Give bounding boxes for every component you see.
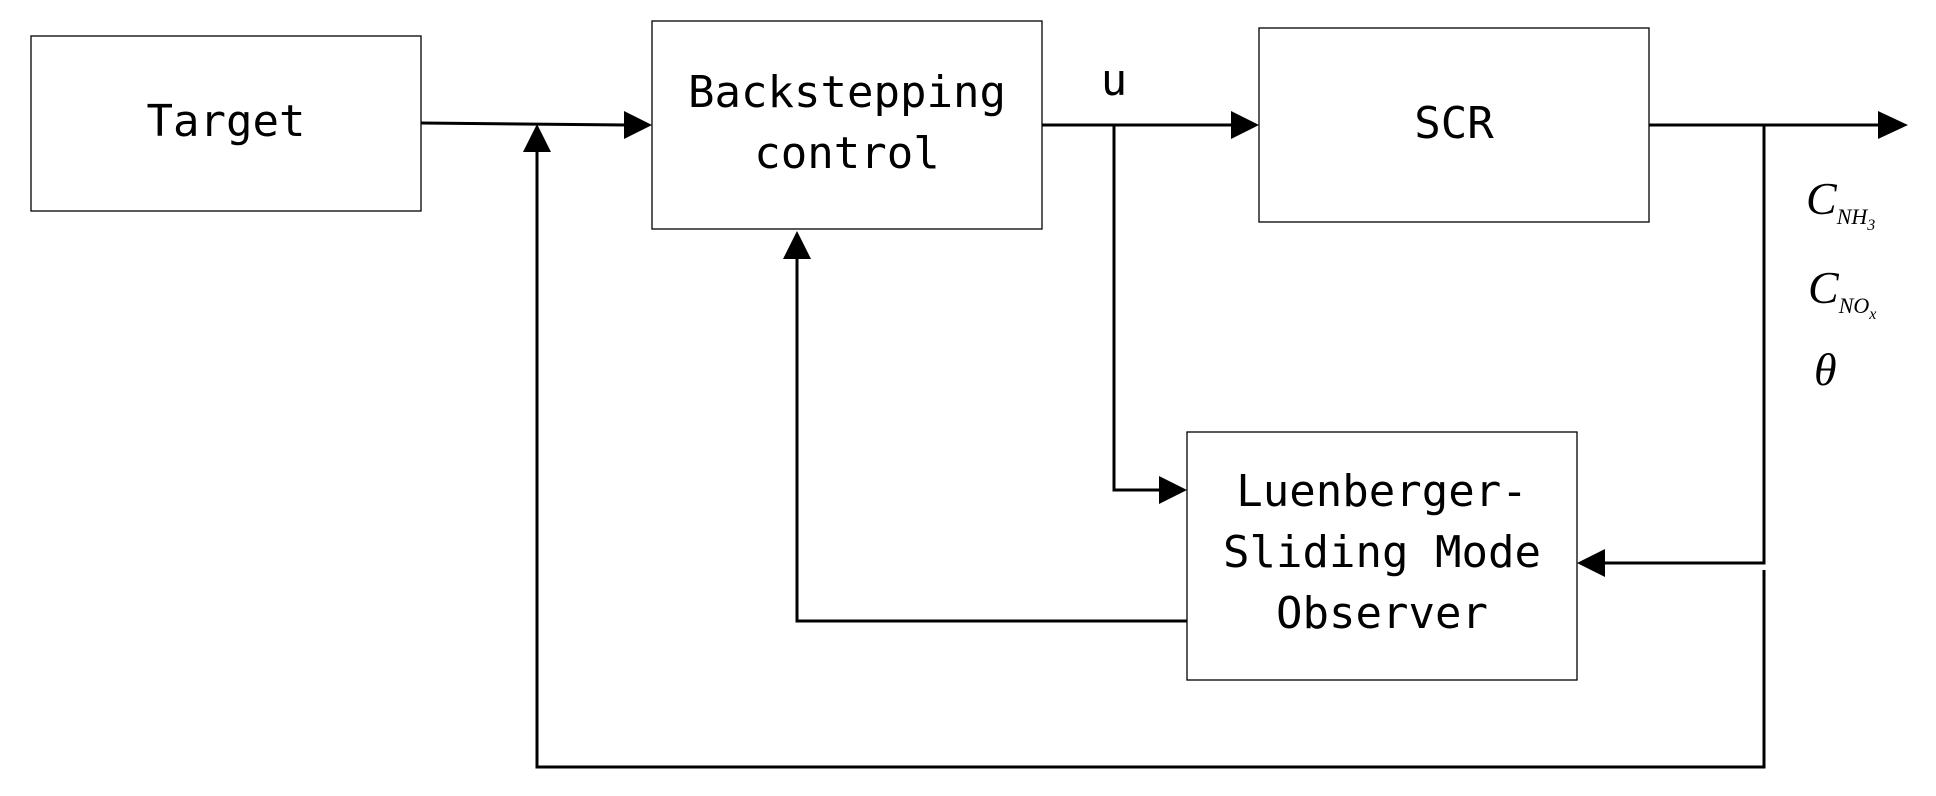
output-label-theta: θ xyxy=(1814,344,1837,395)
observer-block: Luenberger- Sliding Mode Observer xyxy=(1186,431,1578,681)
target-to-controller-line xyxy=(420,121,627,127)
u-branch-to-observer-line xyxy=(1112,125,1161,492)
controller-label-line1: Backstepping xyxy=(688,67,1006,118)
backstepping-control-block: Backstepping control xyxy=(651,20,1043,230)
output-to-observer-arrowhead xyxy=(1577,549,1605,577)
output-to-observer-line xyxy=(1603,125,1766,565)
observer-label-line1: Luenberger- xyxy=(1236,466,1527,517)
u-branch-to-observer-arrowhead xyxy=(1159,476,1187,504)
scr-block: SCR xyxy=(1258,27,1650,223)
output-label-c-nox: CNOx xyxy=(1808,262,1876,323)
outer-feedback-line xyxy=(535,150,1766,769)
output-labels: CNH3 CNOx θ xyxy=(1806,173,1876,395)
controller-label-line2: control xyxy=(754,128,939,179)
target-block: Target xyxy=(30,35,422,212)
outer-feedback-arrowhead xyxy=(523,124,551,152)
scr-output-arrowhead xyxy=(1878,111,1908,139)
observer-label-line2: Sliding Mode xyxy=(1223,527,1541,578)
target-label: Target xyxy=(147,96,306,147)
control-input-label: u xyxy=(1101,55,1128,106)
observer-to-controller-arrowhead xyxy=(783,231,811,259)
observer-label-line3: Observer xyxy=(1276,588,1488,639)
observer-to-controller-line xyxy=(795,257,1187,623)
controller-to-scr-arrowhead xyxy=(1231,111,1259,139)
output-label-c-nh3: CNH3 xyxy=(1806,173,1875,234)
target-to-controller-arrowhead xyxy=(624,111,652,139)
scr-label: SCR xyxy=(1414,98,1494,149)
